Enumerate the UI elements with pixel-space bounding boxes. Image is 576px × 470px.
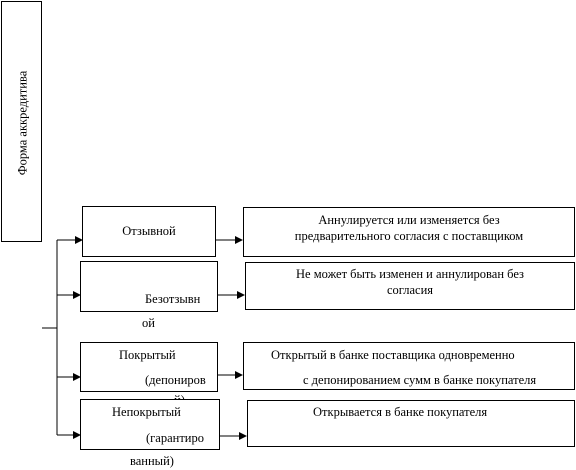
type-label-line: ванный) xyxy=(130,454,174,468)
desc-line: согласия xyxy=(386,283,434,297)
type-label-line: (депониров xyxy=(145,373,206,387)
type-label-line: Безотзывн xyxy=(145,292,201,306)
type-label-line: (гарантиро xyxy=(146,431,204,445)
desc-line: Не может быть изменен и аннулирован без xyxy=(296,267,524,281)
type-box-irrevocable xyxy=(80,261,218,312)
desc-box-irrevocable xyxy=(245,262,575,310)
root-label: Форма аккредитива xyxy=(15,70,30,176)
desc-box-covered xyxy=(243,342,575,390)
type-label-line: Непокрытый xyxy=(112,405,181,419)
type-box-revocable xyxy=(82,206,216,257)
root-box: Форма аккредитива xyxy=(1,1,42,242)
desc-line: Открывается в банке покупателя xyxy=(313,405,488,419)
desc-line: Аннулируется или изменяется без xyxy=(318,213,500,227)
desc-line: с депонированием сумм в банке покупателя xyxy=(303,373,537,387)
desc-box-revocable xyxy=(243,207,575,257)
type-label-line: й) xyxy=(174,393,185,399)
type-box-uncovered xyxy=(80,399,220,450)
desc-line: предварительного согласия с поставщиком xyxy=(294,229,524,243)
type-label-line: Покрытый xyxy=(119,348,176,362)
desc-line: Открытый в банке поставщика одновременно xyxy=(271,348,515,362)
desc-box-uncovered xyxy=(247,400,575,447)
type-label-line: ой xyxy=(142,316,155,330)
type-box-covered xyxy=(80,342,218,392)
type-label-revocable: Отзывной xyxy=(122,224,176,238)
